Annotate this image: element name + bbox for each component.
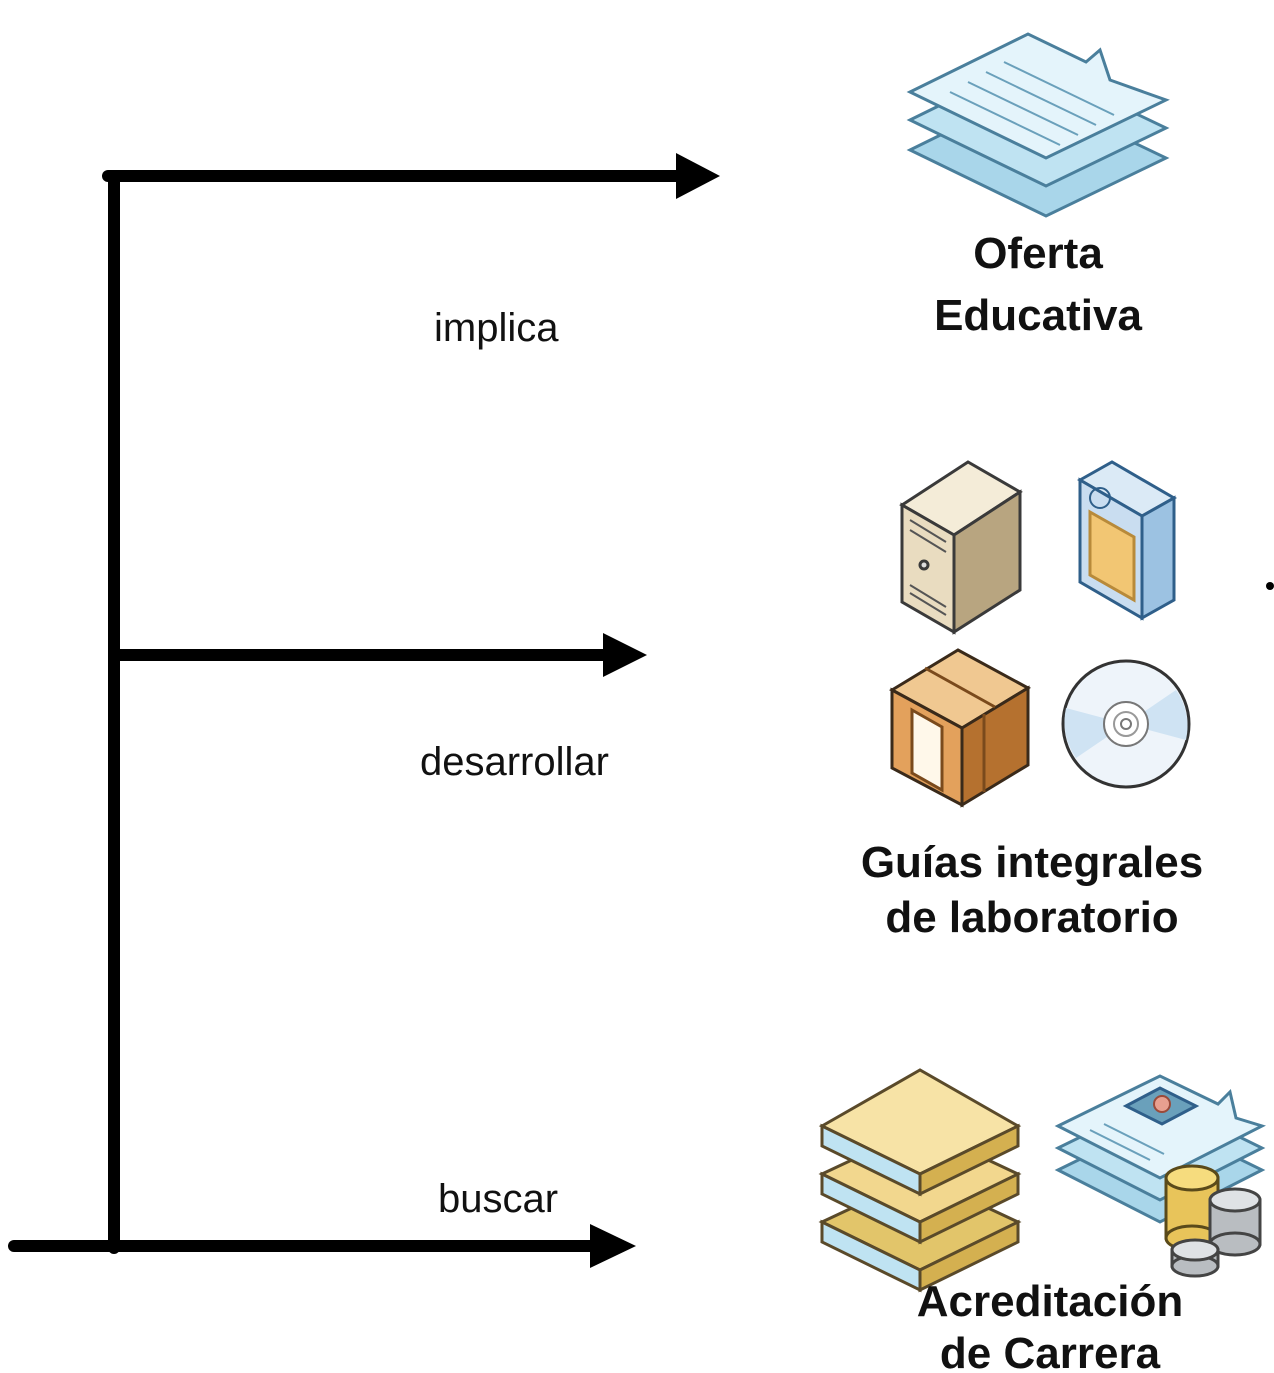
bullet-dot [1266, 582, 1274, 590]
edge-label-desarrollar: desarrollar [420, 740, 609, 784]
edge-label-buscar: buscar [438, 1177, 558, 1221]
node-title-acreditacion-line2: de Carrera [940, 1329, 1161, 1373]
connector-lines [8, 170, 696, 1254]
arrowhead-desarrollar [603, 633, 647, 677]
arrowhead-implica [676, 153, 720, 199]
server-tower-icon [899, 460, 1023, 635]
cd-disc-icon [1061, 659, 1191, 789]
node-title-oferta-line1: Oferta [973, 229, 1103, 278]
stacked-books-icon [818, 1068, 1022, 1293]
node-title-acreditacion-line1: Acreditación [917, 1277, 1184, 1326]
node-title-guias-line1: Guías integrales [861, 838, 1203, 887]
edge-label-implica: implica [434, 306, 559, 350]
node-title-oferta-line2: Educativa [934, 291, 1142, 340]
arrowhead-buscar [590, 1224, 636, 1268]
coin-stacks-icon [1164, 1164, 1262, 1278]
shipping-crate-icon [888, 648, 1032, 808]
stacked-documents-icon [906, 32, 1170, 218]
node-title-guias-line2: de laboratorio [885, 893, 1178, 942]
software-box-icon [1076, 460, 1178, 621]
